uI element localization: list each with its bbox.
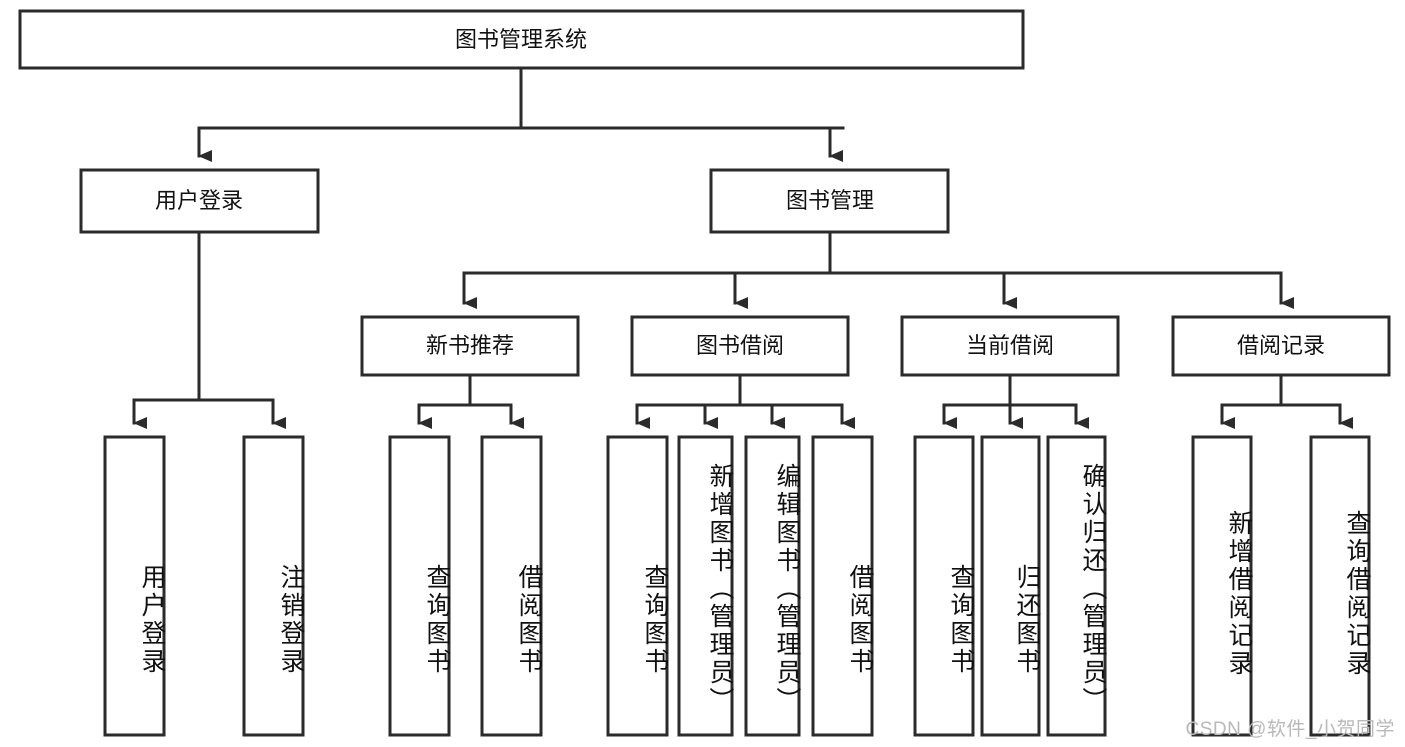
node-book-borrow-box[interactable] (630, 315, 850, 377)
node-borrow-record[interactable]: 借阅记录 (1171, 315, 1391, 377)
watermark-text: CSDN @软件_小贺同学 (1185, 719, 1395, 740)
node-book-manage-box[interactable] (709, 168, 950, 234)
node-borrow-record-label: 借阅记录 (1237, 333, 1325, 358)
node-root-box[interactable] (18, 9, 1025, 70)
edges-current-borrow-to-leaves (942, 373, 1089, 429)
node-new-book-recommend-label: 新书推荐 (426, 333, 514, 358)
leaf-box-add-book[interactable] (677, 435, 734, 737)
edges-book-manage-to-level3 (462, 230, 1294, 309)
leaf-box-borrow-book-1[interactable] (480, 435, 543, 737)
leaf-box-query-book-2[interactable] (606, 435, 669, 737)
node-book-manage[interactable]: 图书管理 (709, 168, 950, 234)
node-user-login-label: 用户登录 (155, 188, 243, 213)
node-book-borrow-label: 图书借阅 (696, 333, 784, 358)
node-new-book-recommend[interactable]: 新书推荐 (360, 315, 580, 377)
node-user-login[interactable]: 用户登录 (79, 168, 320, 234)
node-current-borrow[interactable]: 当前借阅 (900, 315, 1120, 377)
leaf-box-query-book-3[interactable] (913, 435, 975, 737)
leaf-box-query-book-1[interactable] (388, 435, 451, 737)
edges-root-to-level2 (197, 66, 845, 162)
leaf-box-user-login[interactable] (103, 435, 166, 737)
edges-new-book-recommend-to-leaves (417, 373, 524, 429)
edges-book-borrow-to-leaves (635, 373, 855, 429)
node-book-manage-label: 图书管理 (786, 188, 874, 213)
leaf-box-borrow-book-2[interactable] (811, 435, 874, 737)
leaf-box-confirm-return[interactable] (1046, 435, 1107, 737)
leaf-box-return-book[interactable] (980, 435, 1041, 737)
leaf-box-user-logout[interactable] (242, 435, 305, 737)
leaf-box-add-record[interactable] (1191, 435, 1253, 737)
node-root-label: 图书管理系统 (455, 27, 587, 52)
node-borrow-record-box[interactable] (1171, 315, 1391, 377)
leaf-box-query-record[interactable] (1309, 435, 1371, 737)
node-new-book-recommend-box[interactable] (360, 315, 580, 377)
node-current-borrow-box[interactable] (900, 315, 1120, 377)
node-root[interactable]: 图书管理系统 (18, 9, 1025, 70)
leaf-box-edit-book[interactable] (744, 435, 801, 737)
node-book-borrow[interactable]: 图书借阅 (630, 315, 850, 377)
node-user-login-box[interactable] (79, 168, 320, 234)
edges-borrow-record-to-leaves (1220, 373, 1353, 429)
edges-user-login-to-leaves (132, 230, 286, 429)
node-current-borrow-label: 当前借阅 (966, 333, 1054, 358)
